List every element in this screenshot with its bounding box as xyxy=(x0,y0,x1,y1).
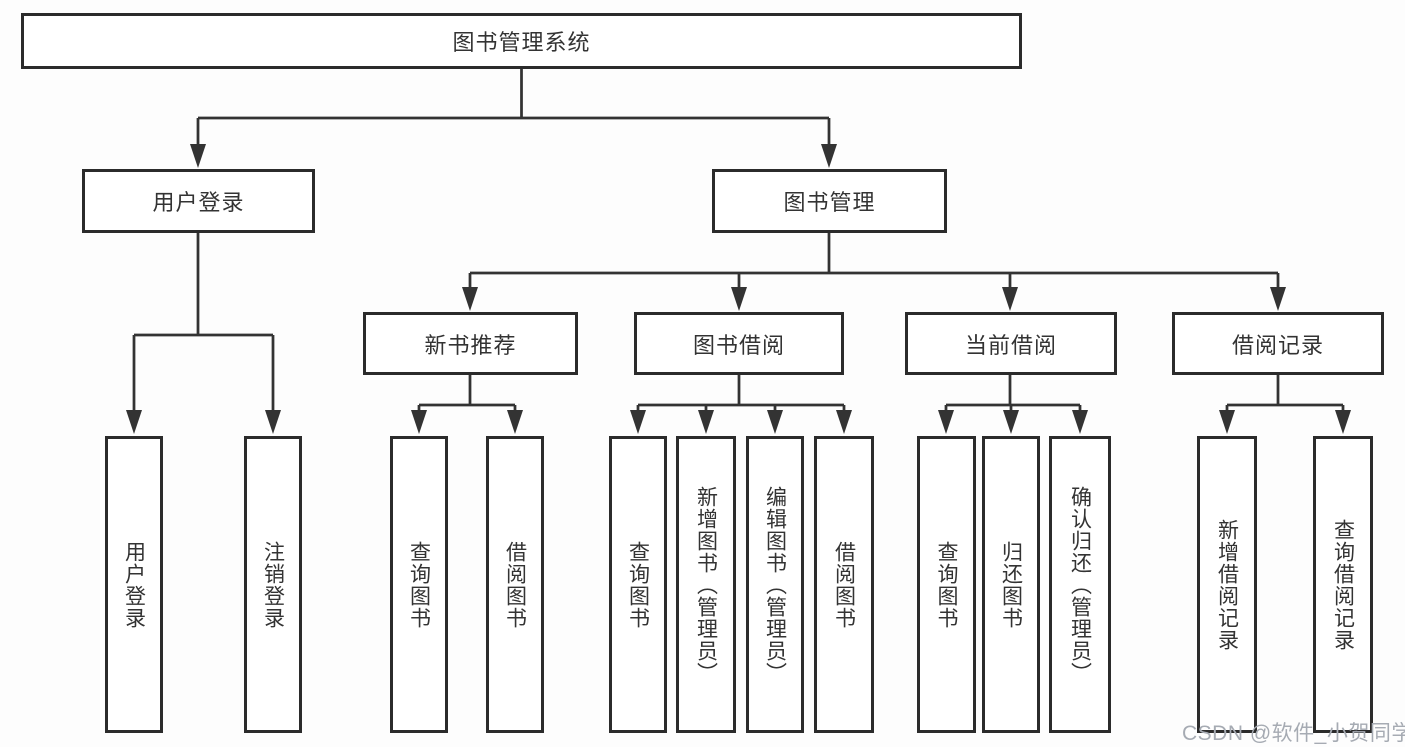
node-user-login: 用户登录 xyxy=(82,169,315,233)
leaf-query-borrow-record-label: 查询借阅记录 xyxy=(1331,518,1355,651)
arrow-icon xyxy=(1072,410,1088,434)
node-root: 图书管理系统 xyxy=(21,13,1022,69)
leaf-add-book-admin: 新增图书（管理员） xyxy=(676,436,736,733)
login-branch-connector xyxy=(132,233,275,412)
leaf-logout: 注销登录 xyxy=(244,436,302,733)
leaf-edit-book-admin-label: 编辑图书（管理员） xyxy=(763,485,787,684)
csdn-watermark: CSDN @软件_小贺同学 xyxy=(1182,722,1405,745)
arrow-icon xyxy=(767,410,783,434)
arrow-icon xyxy=(411,410,427,434)
records-branch-connector xyxy=(1225,375,1345,412)
leaf-add-borrow-record-label: 新增借阅记录 xyxy=(1215,518,1239,651)
arrow-icon xyxy=(507,410,523,434)
arrow-icon xyxy=(265,410,281,434)
leaf-borrow-books-1-label: 借阅图书 xyxy=(503,540,527,629)
leaf-user-login: 用户登录 xyxy=(105,436,163,733)
arrow-icon xyxy=(938,410,954,434)
leaf-query-books-1-label: 查询图书 xyxy=(407,540,431,629)
node-book-borrow-label: 图书借阅 xyxy=(692,332,785,358)
leaf-return-book: 归还图书 xyxy=(982,436,1040,733)
node-current-borrow-label: 当前借阅 xyxy=(964,332,1057,358)
leaf-query-books-3: 查询图书 xyxy=(917,436,976,733)
leaf-confirm-return-admin-label: 确认归还（管理员） xyxy=(1068,485,1092,684)
arrowheads xyxy=(126,144,1351,434)
node-user-login-label: 用户登录 xyxy=(152,190,245,215)
arrow-icon xyxy=(731,287,747,311)
leaf-borrow-books-2: 借阅图书 xyxy=(814,436,874,733)
current-branch-connector xyxy=(944,375,1082,412)
node-borrow-records: 借阅记录 xyxy=(1172,312,1384,375)
arrow-icon xyxy=(1270,287,1286,311)
arrow-icon xyxy=(126,410,142,434)
leaf-return-book-label: 归还图书 xyxy=(999,540,1023,629)
leaf-confirm-return-admin: 确认归还（管理员） xyxy=(1049,436,1111,733)
arrow-icon xyxy=(1335,410,1351,434)
leaf-borrow-books-2-label: 借阅图书 xyxy=(832,540,856,629)
node-root-label: 图书管理系统 xyxy=(452,30,591,55)
arrow-icon xyxy=(821,144,837,168)
leaf-query-books-3-label: 查询图书 xyxy=(935,540,958,629)
leaf-query-books-2: 查询图书 xyxy=(609,436,667,733)
node-new-book-recommend: 新书推荐 xyxy=(363,312,578,375)
leaf-edit-book-admin: 编辑图书（管理员） xyxy=(746,436,804,733)
node-current-borrow: 当前借阅 xyxy=(905,312,1117,375)
arrow-icon xyxy=(630,410,646,434)
node-book-management: 图书管理 xyxy=(712,169,947,233)
node-book-borrow: 图书借阅 xyxy=(634,312,844,375)
leaf-query-books-2-label: 查询图书 xyxy=(626,540,650,629)
newbook-branch-connector xyxy=(417,375,517,412)
arrow-icon xyxy=(462,287,478,311)
leaf-add-borrow-record: 新增借阅记录 xyxy=(1197,436,1257,733)
node-new-book-recommend-label: 新书推荐 xyxy=(424,332,517,358)
node-book-management-label: 图书管理 xyxy=(783,190,876,215)
leaf-borrow-books-1: 借阅图书 xyxy=(486,436,544,733)
arrow-icon xyxy=(1003,410,1019,434)
root-to-level2-connector xyxy=(196,69,831,147)
arrow-icon xyxy=(1002,287,1018,311)
leaf-query-borrow-record: 查询借阅记录 xyxy=(1313,436,1373,733)
connector-lines xyxy=(132,69,1345,412)
leaf-query-books-1: 查询图书 xyxy=(390,436,448,733)
arrow-icon xyxy=(698,410,714,434)
node-borrow-records-label: 借阅记录 xyxy=(1231,332,1324,358)
arrow-icon xyxy=(190,144,206,168)
arrow-icon xyxy=(836,410,852,434)
leaf-logout-label: 注销登录 xyxy=(261,540,285,629)
leaf-user-login-label: 用户登录 xyxy=(122,540,146,629)
leaf-add-book-admin-label: 新增图书（管理员） xyxy=(694,485,718,684)
management-to-level3-connector xyxy=(468,233,1280,289)
arrow-icon xyxy=(1219,410,1235,434)
borrow-branch-connector xyxy=(636,375,846,412)
